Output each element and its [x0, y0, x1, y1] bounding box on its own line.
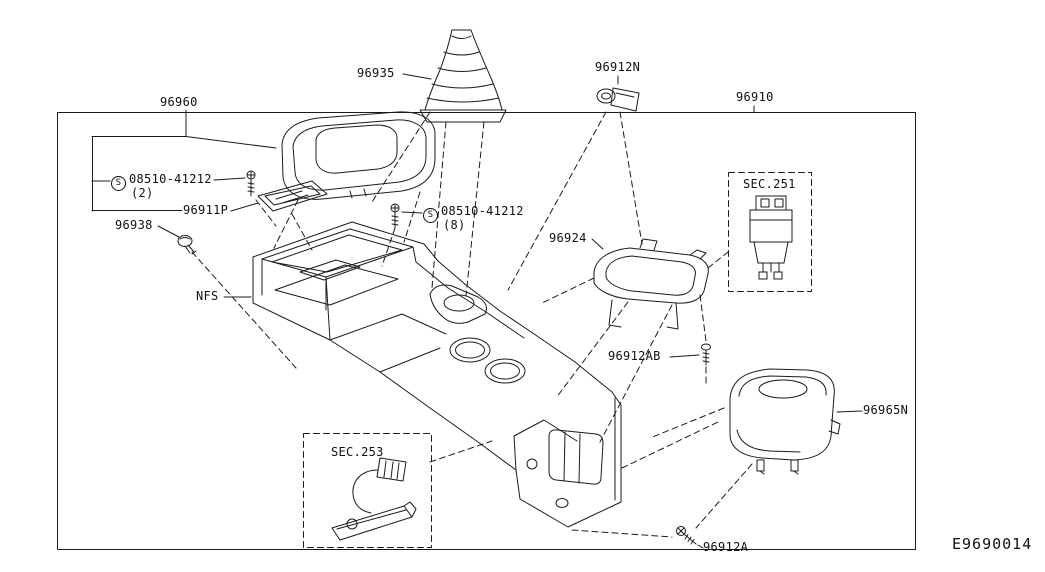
screw-icon-08510-2	[246, 170, 256, 197]
part-label-96912n: 96912N	[595, 60, 641, 74]
screw-symbol-icon: S	[111, 176, 126, 191]
clip-96912n-drawing	[596, 87, 640, 112]
part-label-96965n: 96965N	[863, 403, 909, 417]
bracket-96924-drawing	[593, 238, 709, 330]
sec251-dashed-box	[728, 172, 812, 292]
diagram-code: E9690014	[952, 535, 1033, 553]
part-label-96912ab: 96912AB	[608, 349, 661, 363]
screw-icon-96912ab	[701, 343, 711, 366]
clip-96938-drawing	[177, 235, 197, 255]
tray-96911p-drawing	[257, 180, 328, 212]
sec253-dashed-box	[303, 433, 432, 548]
console-lid-drawing	[281, 111, 436, 200]
part-label-96924: 96924	[549, 231, 587, 245]
screw-part-number-1: 08510-41212	[129, 172, 212, 186]
screw-icon-96912a	[676, 526, 697, 545]
boundary-box	[57, 112, 916, 550]
sec251-switch-drawing	[749, 195, 793, 280]
console-body-drawing	[252, 221, 622, 528]
part-label-nfs: NFS	[196, 289, 219, 303]
screw-icon-08510-8	[390, 203, 400, 229]
part-label-96910: 96910	[736, 90, 774, 104]
part-label-96938: 96938	[115, 218, 153, 232]
screw-label-2-qty: (8)	[443, 218, 466, 232]
assembly-dashed-lines	[191, 111, 753, 538]
screw-part-number-2: 08510-41212	[441, 204, 524, 218]
sec253-label: SEC.253	[331, 445, 384, 459]
sec253-lamp-drawing	[331, 457, 417, 541]
screw-symbol-icon: S	[423, 208, 438, 223]
sec251-label: SEC.251	[743, 177, 796, 191]
part-label-96935: 96935	[357, 66, 395, 80]
finisher-96965n-drawing	[729, 368, 841, 475]
part-label-96960: 96960	[160, 95, 198, 109]
part-label-96912a: 96912A	[703, 540, 749, 554]
leader-lines	[91, 73, 863, 549]
part-label-96911p: 96911P	[183, 203, 229, 217]
shift-boot-drawing	[419, 29, 507, 123]
screw-label-1-qty: (2)	[131, 186, 154, 200]
